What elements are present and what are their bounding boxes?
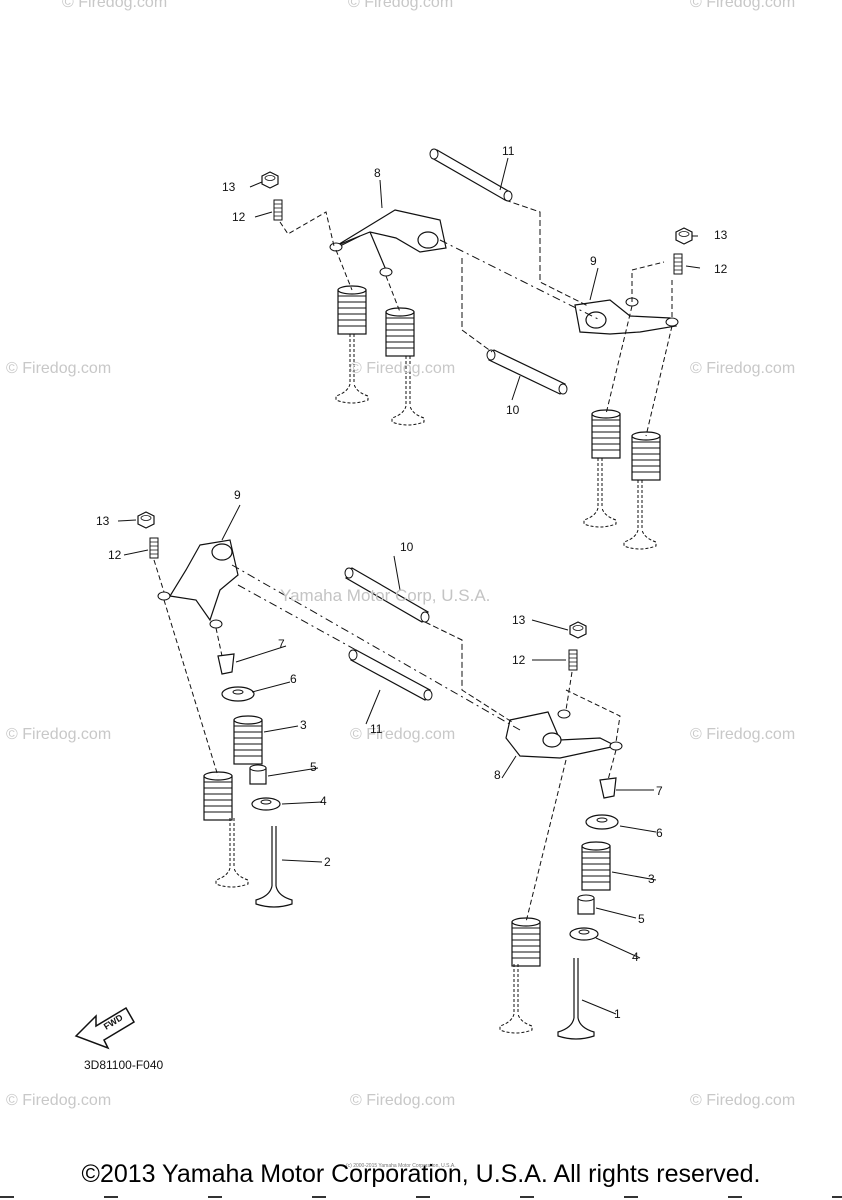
callout-6: 6 [656,826,663,840]
callout-10: 10 [400,540,414,554]
forward-arrow-icon [74,1006,136,1050]
callout-9: 9 [234,488,241,502]
watermark-row2-left: © Firedog.com [6,360,112,377]
rocker-shaft-10-lower [344,567,430,623]
valve-spring-3-right [581,841,611,891]
adjusting-screw-12-lower-right [568,649,578,671]
callout-2: 2 [324,855,331,869]
adjusting-screw-12-upper-right [673,253,683,275]
adjusting-screw-12-lower-left [149,537,159,559]
watermark-row4-left: © Firedog.com [6,1092,112,1109]
watermark-row3-left: © Firedog.com [6,726,112,743]
intake-valve-1 [557,957,595,1040]
callout-12: 12 [232,210,246,224]
rocker-arm-8-upper [329,209,447,277]
adjusting-screw-12-upper-left [273,199,283,221]
callout-7: 7 [278,637,285,651]
valve-stem-seal-5-right [577,894,595,915]
callout-11: 11 [370,722,383,736]
watermark-row3-center: © Firedog.com [350,726,456,743]
spring-retainer-6-right [585,814,619,830]
valve-spring-upper-4 [631,431,661,481]
nut-13-upper-right [675,227,693,245]
callout-1: 1 [614,1007,621,1021]
nut-13-lower-left [137,511,155,529]
rocker-arm-9-lower [157,539,239,629]
callout-13: 13 [222,180,236,194]
callout-8: 8 [374,166,381,180]
rocker-shaft-10-upper [486,349,568,395]
callout-10: 10 [506,403,520,417]
lower-assembly [117,504,657,1040]
callout-5: 5 [638,912,645,926]
watermark-row3-right: © Firedog.com [690,726,796,743]
valve-spring-upper-2 [385,307,415,357]
bottom-cut-line [0,1196,842,1198]
diagram-code: 3D81100-F040 [84,1058,164,1072]
callout-6: 6 [290,672,297,686]
valve-cotter-7-left [217,653,235,675]
callout-12: 12 [714,262,728,276]
spring-seat-4-right [569,927,599,941]
callout-3: 3 [300,718,307,732]
watermark-top-right: © Firedog.com [690,0,796,11]
callout-4: 4 [632,950,639,964]
watermark-row2-right: © Firedog.com [690,360,796,377]
valve-spring-ghost-right [511,917,541,967]
copyright-footer: ©2013 Yamaha Motor Corporation, U.S.A. A… [81,1160,761,1188]
valve-spring-3-left [233,715,263,765]
valve-upper-3 [583,457,617,528]
tiny-copyright-note: (c) 2000-2015 Yamaha Motor Corporation, … [346,1163,456,1169]
valve-ghost-left [215,817,249,888]
valve-upper-4 [623,479,657,550]
watermark-brand: Yamaha Motor Corp, U.S.A. [280,586,491,605]
watermark-row2-center: © Firedog.com [350,360,456,377]
callout-3: 3 [648,872,655,886]
callout-4: 4 [320,794,327,808]
callout-8: 8 [494,768,501,782]
watermark-top-left: © Firedog.com [62,0,168,11]
spring-retainer-6-left [221,686,255,702]
callout-12: 12 [108,548,122,562]
spring-seat-4-left [251,797,281,811]
rocker-arm-8-lower [505,709,623,759]
watermark-row4-center: © Firedog.com [350,1092,456,1109]
rocker-arm-9-upper [574,297,679,335]
valve-ghost-right [499,963,533,1034]
callout-12: 12 [512,653,526,667]
callout-13: 13 [714,228,728,242]
valve-spring-upper-1 [337,285,367,335]
callout-13: 13 [96,514,110,528]
exhaust-valve-2 [255,825,293,908]
rocker-shaft-11-upper [429,148,513,202]
callout-7: 7 [656,784,663,798]
upper-assembly [249,148,701,550]
watermark-top-center: © Firedog.com [348,0,454,11]
valve-spring-ghost-left [203,771,233,821]
callout-5: 5 [310,760,317,774]
valve-cotter-7-right [599,777,617,799]
watermark-row4-right: © Firedog.com [690,1092,796,1109]
callout-11: 11 [502,144,515,158]
callout-13: 13 [512,613,526,627]
nut-13-upper-left [261,171,279,189]
nut-13-lower-right [569,621,587,639]
valve-stem-seal-5-left [249,764,267,785]
callout-9: 9 [590,254,597,268]
rocker-shaft-11-lower [348,649,433,701]
valve-spring-upper-3 [591,409,621,459]
